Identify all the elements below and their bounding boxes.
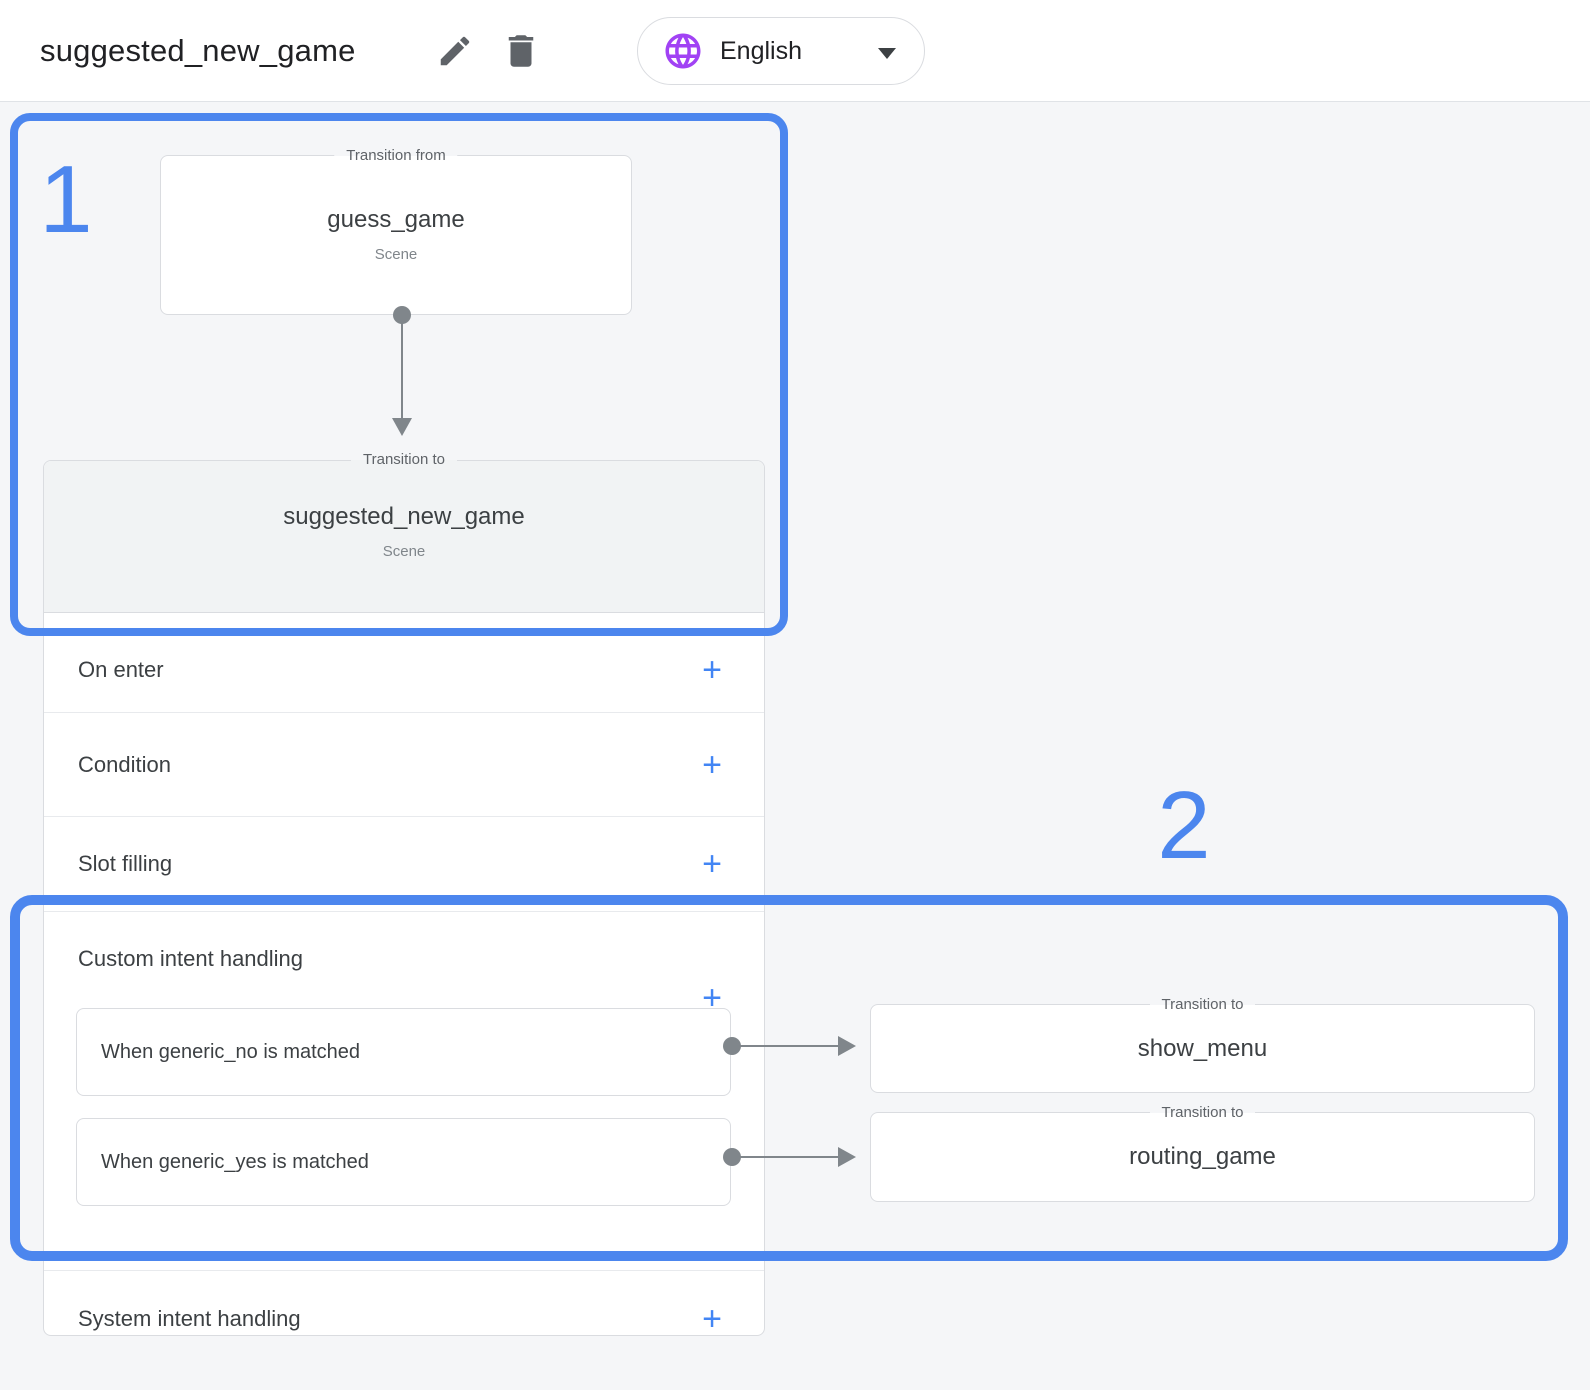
to-scene-name: suggested_new_game xyxy=(283,503,525,530)
intent-card-label: When generic_yes is matched xyxy=(101,1150,369,1173)
add-slot-filling-button[interactable]: + xyxy=(696,846,728,882)
system-intent-handling-label: System intent handling xyxy=(78,1306,301,1331)
transition-to-show-menu-box[interactable]: Transition to show_menu xyxy=(870,994,1535,1093)
language-label: English xyxy=(720,36,802,65)
on-enter-label: On enter xyxy=(78,657,164,682)
from-scene-type: Scene xyxy=(374,246,418,263)
transition-to-legend: Transition to xyxy=(351,449,457,471)
target-scene-name: routing_game xyxy=(1129,1143,1276,1170)
transition-from-legend: Transition from xyxy=(334,145,458,167)
section-on-enter: On enter + xyxy=(44,628,764,713)
to-scene-type: Scene xyxy=(382,543,426,560)
panel-spacer xyxy=(44,613,764,628)
transition-to-legend: Transition to xyxy=(1149,994,1256,1016)
condition-label: Condition xyxy=(78,751,171,777)
trash-icon xyxy=(500,30,542,72)
intent-card-generic-no[interactable]: When generic_no is matched xyxy=(76,1008,731,1096)
add-on-enter-button[interactable]: + xyxy=(696,652,728,688)
section-slot-filling: Slot filling + xyxy=(44,817,764,912)
intent-card-generic-yes[interactable]: When generic_yes is matched xyxy=(76,1118,731,1206)
page-title: suggested_new_game xyxy=(40,33,356,68)
custom-intent-handling-label: Custom intent handling xyxy=(78,946,304,971)
delete-scene-button[interactable] xyxy=(500,30,542,72)
section-custom-intent-handling: Custom intent handling + When generic_no… xyxy=(44,946,764,1271)
section-condition: Condition + xyxy=(44,713,764,817)
transition-to-routing-game-box[interactable]: Transition to routing_game xyxy=(870,1102,1535,1202)
target-scene-name: show_menu xyxy=(1137,1035,1268,1062)
add-condition-button[interactable]: + xyxy=(696,747,728,783)
header-bar: suggested_new_game English xyxy=(0,0,1590,102)
language-selector[interactable]: English xyxy=(637,17,925,85)
intent-card-label: When generic_no is matched xyxy=(101,1040,361,1063)
pencil-icon xyxy=(436,32,474,70)
section-system-intent-handling: System intent handling + xyxy=(44,1271,764,1367)
chevron-down-icon xyxy=(878,48,896,59)
globe-icon xyxy=(662,30,704,72)
edit-scene-name-button[interactable] xyxy=(436,32,474,70)
from-scene-name: guess_game xyxy=(327,206,465,233)
transition-from-box[interactable]: Transition from guess_game Scene xyxy=(160,145,632,315)
add-custom-intent-button[interactable]: + xyxy=(696,980,728,1016)
transition-to-legend: Transition to xyxy=(1149,1102,1256,1124)
transition-to-box[interactable]: Transition to suggested_new_game Scene xyxy=(44,449,764,613)
add-system-intent-button[interactable]: + xyxy=(696,1301,728,1337)
scene-panel: Transition to suggested_new_game Scene O… xyxy=(43,449,765,1337)
slot-filling-label: Slot filling xyxy=(78,851,173,876)
